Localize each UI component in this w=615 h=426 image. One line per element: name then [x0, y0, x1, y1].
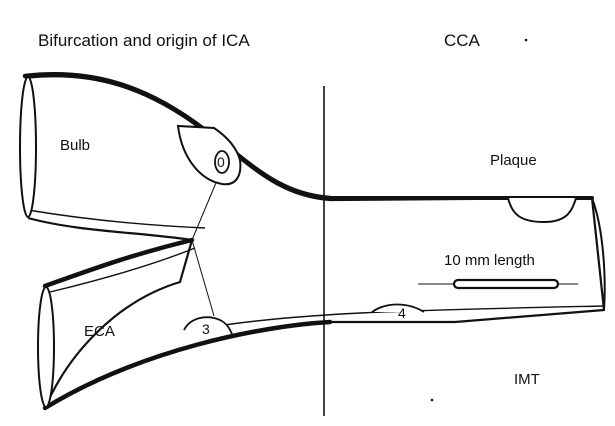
- imt-label: IMT: [514, 371, 540, 388]
- scale-bar: [454, 280, 558, 288]
- eca-open-end: [38, 287, 54, 407]
- bulb-label: Bulb: [60, 137, 90, 154]
- segment-2-label: 3: [202, 321, 210, 337]
- stray-dot-bottom: [431, 399, 434, 402]
- plaque-label: Plaque: [490, 152, 537, 169]
- stray-dot-top: [525, 39, 528, 42]
- artery-outline: [25, 76, 604, 408]
- bifurcation-line-lower: [192, 240, 214, 316]
- heading-bifurcation: Bifurcation and origin of ICA: [38, 31, 250, 50]
- heading-cca: CCA: [444, 31, 481, 50]
- eca-label: ECA: [84, 323, 115, 340]
- segment-0-label: 0: [217, 154, 225, 170]
- scale-bar-label: 10 mm length: [444, 252, 535, 269]
- segment-3-label: 4: [398, 305, 406, 321]
- segment-4-plaque: [508, 198, 576, 222]
- bifurcation-line-upper: [192, 178, 218, 240]
- eca-upper-wall-band: [45, 240, 192, 286]
- ica-inner-wall: [28, 210, 205, 228]
- eca-inner-wall: [50, 248, 195, 292]
- ica-open-end: [20, 77, 36, 217]
- bulb-plaque: [178, 126, 240, 184]
